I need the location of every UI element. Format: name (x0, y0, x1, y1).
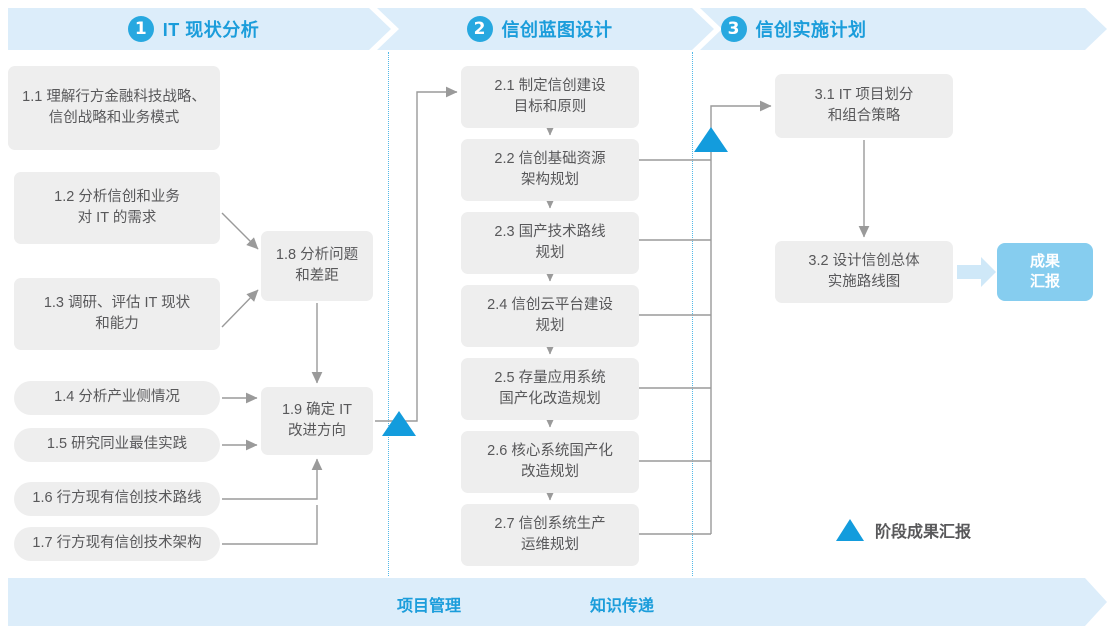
phase-3-number: 3 (720, 16, 747, 42)
process-box-2-1[interactable]: 2.1 制定信创建设 目标和原则 (461, 66, 639, 128)
process-box-3-2[interactable]: 3.2 设计信创总体 实施路线图 (775, 241, 953, 303)
process-box-1-9[interactable]: 1.9 确定 IT 改进方向 (261, 387, 373, 455)
phase-divider-2 (692, 52, 693, 576)
result-report-box[interactable]: 成果 汇报 (997, 243, 1093, 301)
process-box-2-7[interactable]: 2.7 信创系统生产 运维规划 (461, 504, 639, 566)
milestone-triangle-icon (836, 519, 864, 541)
phase-2-chevron (377, 8, 714, 50)
phase-divider-1 (388, 52, 389, 576)
process-box-1-4[interactable]: 1.4 分析产业侧情况 (14, 381, 220, 415)
phase-banner-2[interactable]: 2 信创蓝图设计 (377, 8, 714, 50)
process-box-1-2[interactable]: 1.2 分析信创和业务 对 IT 的需求 (14, 172, 220, 244)
footer-label-knowledge-transfer: 知识传递 (590, 598, 655, 615)
phase-banner-1[interactable]: 1 IT 现状分析 (8, 8, 391, 50)
process-box-1-1[interactable]: 1.1 理解行方金融科技战略、 信创战略和业务模式 (8, 66, 220, 150)
phase-2-number: 2 (466, 16, 493, 42)
legend-label: 阶段成果汇报 (875, 524, 972, 541)
process-box-2-2[interactable]: 2.2 信创基础资源 架构规划 (461, 139, 639, 201)
process-box-2-4[interactable]: 2.4 信创云平台建设 规划 (461, 285, 639, 347)
footer-label-project-management: 项目管理 (397, 598, 462, 615)
footer-chevron (8, 578, 1107, 626)
process-box-2-5[interactable]: 2.5 存量应用系统 国产化改造规划 (461, 358, 639, 420)
phase-1-number: 1 (127, 16, 154, 42)
phase-1-label: IT 现状分析 (162, 20, 260, 40)
process-box-1-8[interactable]: 1.8 分析问题 和差距 (261, 231, 373, 301)
process-box-3-1[interactable]: 3.1 IT 项目划分 和组合策略 (775, 74, 953, 138)
milestone-phase1-triangle (382, 411, 416, 436)
phase-3-label: 信创实施计划 (755, 20, 867, 40)
legend: 阶段成果汇报 (836, 518, 971, 542)
process-box-1-5[interactable]: 1.5 研究同业最佳实践 (14, 428, 220, 462)
process-box-1-6[interactable]: 1.6 行方现有信创技术路线 (14, 482, 220, 516)
phase-3-chevron (700, 8, 1107, 50)
process-box-2-3[interactable]: 2.3 国产技术路线 规划 (461, 212, 639, 274)
process-box-1-7[interactable]: 1.7 行方现有信创技术架构 (14, 527, 220, 561)
phase-banner-3[interactable]: 3 信创实施计划 (700, 8, 1107, 50)
phase-2-label: 信创蓝图设计 (501, 20, 613, 40)
phase-1-chevron (8, 8, 391, 50)
process-box-1-3[interactable]: 1.3 调研、评估 IT 现状 和能力 (14, 278, 220, 350)
process-box-2-6[interactable]: 2.6 核心系统国产化 改造规划 (461, 431, 639, 493)
milestone-phase2-triangle (694, 127, 728, 152)
